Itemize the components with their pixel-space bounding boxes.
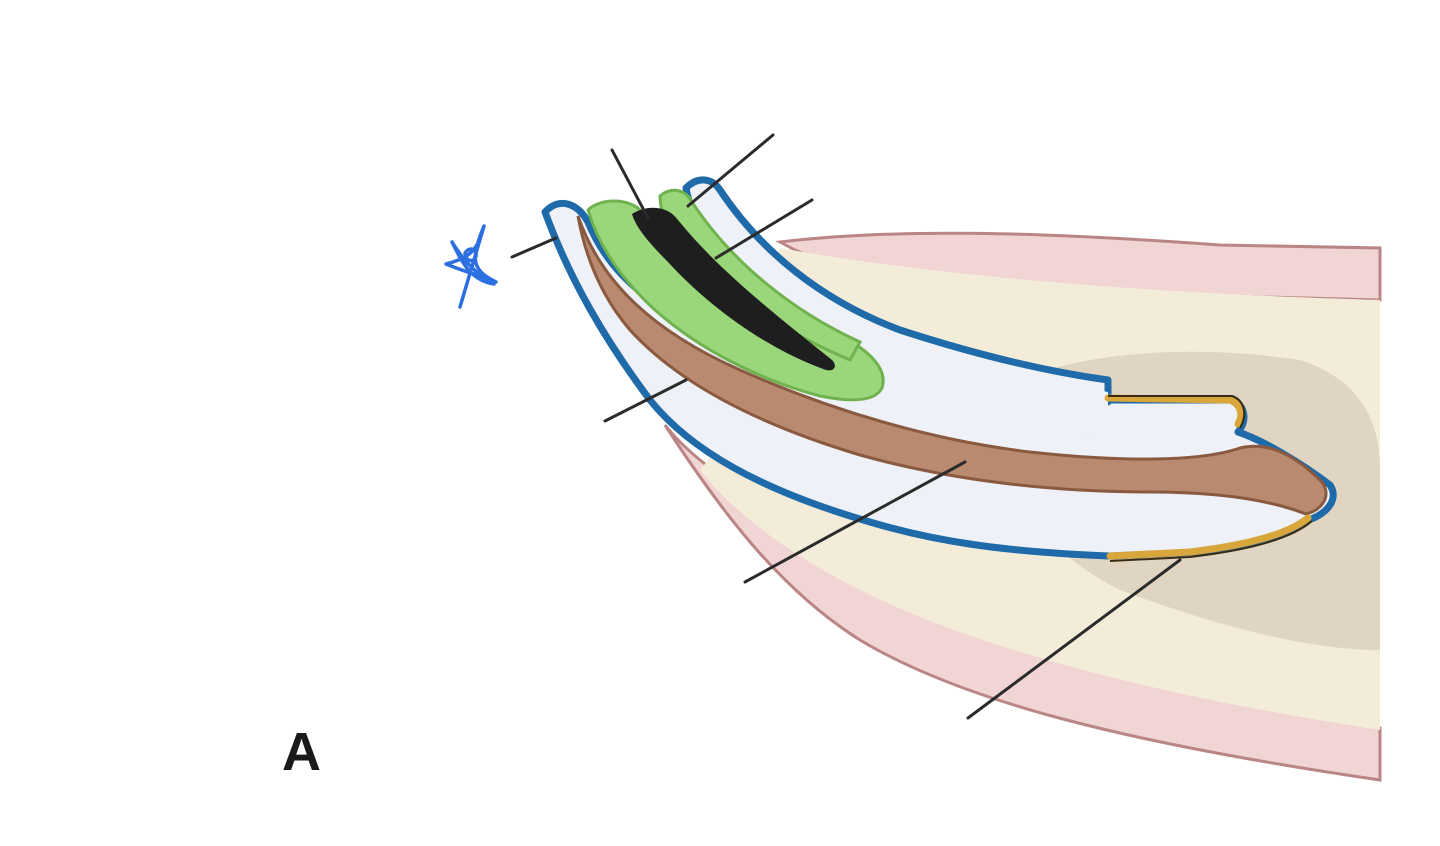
leader-line-pulp-chamber: [714, 198, 814, 260]
cementum-lower: [1106, 514, 1312, 560]
leader-line-enamel-tip: [510, 236, 558, 259]
dentin-layer: [576, 215, 1328, 516]
leader-lines: [510, 133, 1182, 720]
pulp-core: [632, 207, 835, 371]
leader-line-dentin-interior: [603, 378, 688, 423]
hand-drawn-star-icon: [444, 224, 498, 309]
leader-line-cusp: [686, 133, 775, 208]
leader-line-dentin-layer: [743, 460, 967, 584]
dentin-interior: [590, 201, 1108, 440]
cementum-lower-outline: [1109, 520, 1313, 562]
leader-line-cementum: [966, 558, 1182, 720]
leader-line-pulp-core: [610, 148, 650, 220]
cementum-upper: [1104, 394, 1245, 428]
panel-label: A: [282, 722, 321, 782]
cementum-upper-outline: [1108, 395, 1246, 429]
